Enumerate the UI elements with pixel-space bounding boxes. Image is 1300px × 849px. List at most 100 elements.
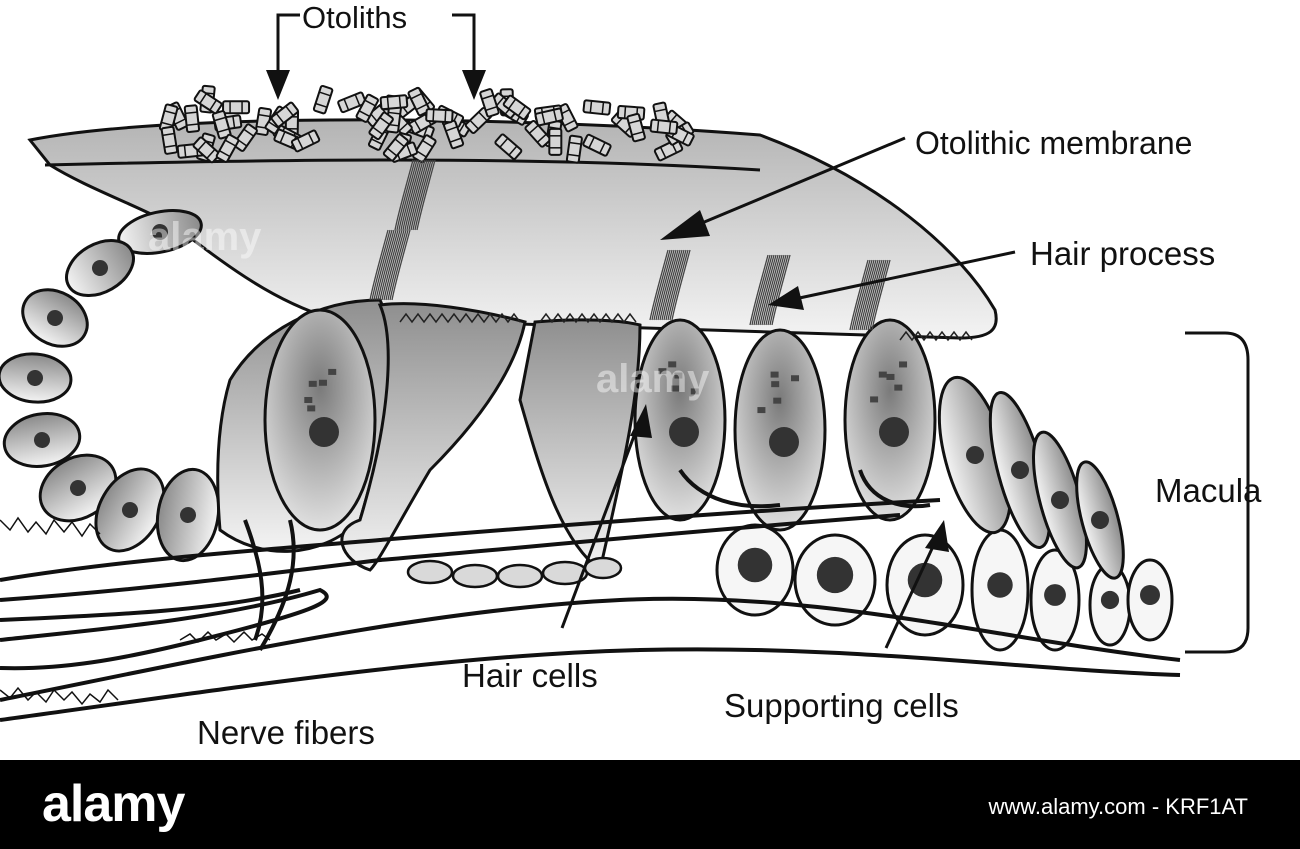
cell-nucleus	[1044, 584, 1066, 606]
otolith-crystal	[192, 136, 221, 164]
cell-nucleus	[1051, 491, 1069, 509]
label-otolithic-membrane: Otolithic membrane	[915, 125, 1193, 161]
cell-nucleus	[879, 417, 909, 447]
ring-cell	[21, 288, 89, 348]
ring-cell	[117, 209, 203, 255]
footer-bar: alamy www.alamy.com - KRF1AT	[0, 760, 1300, 849]
hair-bundle	[649, 249, 691, 321]
hair-cell	[263, 308, 377, 532]
macula-cells	[216, 298, 1174, 652]
otoliths-arrowheads	[266, 70, 486, 100]
supporting-cell	[1075, 460, 1125, 580]
image-id: www.alamy.com - KRF1AT	[988, 794, 1248, 819]
label-nerve-fibers: Nerve fibers	[197, 714, 375, 751]
cell-nucleus	[1100, 590, 1120, 610]
label-arrowheads	[630, 210, 949, 552]
watermark-text: alamy	[596, 357, 710, 401]
macula-diagram: alamy alamy	[0, 13, 1250, 722]
label-supporting-cells: Supporting cells	[724, 687, 959, 724]
otolith-crystal	[582, 133, 612, 157]
label-otoliths: Otoliths	[302, 0, 408, 35]
otolith-crystal	[565, 134, 583, 164]
cell-nucleus	[669, 417, 699, 447]
label-macula: Macula	[1155, 472, 1262, 509]
hair-cell	[733, 328, 827, 532]
cell-nucleus	[309, 417, 339, 447]
label-hair-cells: Hair cells	[462, 657, 598, 694]
otolith-crystal	[548, 127, 563, 156]
ring-cell	[94, 467, 166, 553]
hair-cell	[633, 318, 727, 522]
macula-bracket	[1185, 331, 1250, 654]
cell-nucleus	[737, 547, 773, 583]
cell-nucleus	[47, 310, 63, 326]
cell-nucleus	[180, 507, 196, 523]
otolith-crystal	[193, 89, 223, 115]
alamy-logo: alamy	[42, 775, 185, 833]
cell-nucleus	[1140, 585, 1160, 605]
cell-nucleus	[769, 427, 799, 457]
otolith-crystal	[270, 101, 299, 128]
otolith-crystal	[494, 133, 523, 160]
supporting-cell	[1029, 548, 1081, 652]
microvilli	[399, 312, 973, 342]
hair-bundle	[849, 259, 891, 331]
otolith-crystal	[160, 125, 179, 155]
otolith-crystal	[626, 112, 646, 143]
otolith-crystal	[355, 93, 379, 123]
watermark-text: alamy	[148, 215, 262, 259]
basement-cells	[406, 556, 623, 589]
otolith-crystals	[158, 84, 695, 164]
cell-nucleus	[92, 260, 108, 276]
hair-processes	[369, 159, 973, 342]
nerve-fibers	[0, 468, 1181, 722]
supporting-cell	[885, 533, 965, 637]
hair-bundle	[369, 229, 411, 301]
hair-bundle	[394, 159, 436, 231]
otolith-crystal	[215, 133, 240, 163]
otolith-crystal	[524, 119, 552, 148]
otolith-crystal	[582, 99, 612, 116]
ring-cell	[38, 453, 118, 523]
otolith-crystal	[290, 129, 321, 153]
otoliths-bracket	[276, 13, 476, 85]
ring-cells	[0, 209, 221, 563]
cell-nucleus	[1091, 511, 1109, 529]
otolith-crystal	[379, 94, 409, 111]
supporting-cell	[1126, 558, 1174, 642]
supporting-cell	[793, 533, 877, 627]
cell-nucleus	[34, 432, 50, 448]
otolith-crystal	[649, 118, 679, 135]
cell-nucleus	[907, 562, 943, 598]
otolith-crystal	[222, 100, 251, 115]
cell-nucleus	[70, 480, 86, 496]
ring-cell	[0, 352, 73, 404]
hair-cell	[843, 318, 937, 522]
watermark: alamy alamy	[148, 215, 710, 401]
hair-bundle	[749, 254, 791, 326]
cell-nucleus	[966, 446, 984, 464]
nerve-fiber-texture	[0, 516, 271, 706]
label-arrows	[560, 136, 1016, 649]
cell-nucleus	[816, 556, 854, 594]
cell-nucleus	[122, 502, 138, 518]
otolith-crystal	[337, 91, 367, 114]
cell-nucleus	[152, 224, 168, 240]
otolith-crystal	[183, 104, 201, 134]
otolith-crystal	[502, 94, 532, 121]
otolith-crystal	[312, 84, 334, 115]
otolith-crystal	[368, 111, 394, 141]
cell-nucleus	[987, 572, 1013, 598]
otolith-crystal	[407, 86, 431, 117]
otolith-crystal	[211, 110, 232, 140]
otolith-crystal	[534, 107, 564, 127]
otolith-crystal	[382, 133, 409, 162]
ring-cell	[155, 467, 221, 563]
cell-nucleus	[1011, 461, 1029, 479]
label-hair-process: Hair process	[1030, 235, 1216, 272]
otolith-crystal	[412, 134, 437, 164]
cell-nucleus	[27, 370, 43, 386]
ring-cell	[65, 239, 135, 297]
otolith-crystal	[425, 108, 454, 124]
